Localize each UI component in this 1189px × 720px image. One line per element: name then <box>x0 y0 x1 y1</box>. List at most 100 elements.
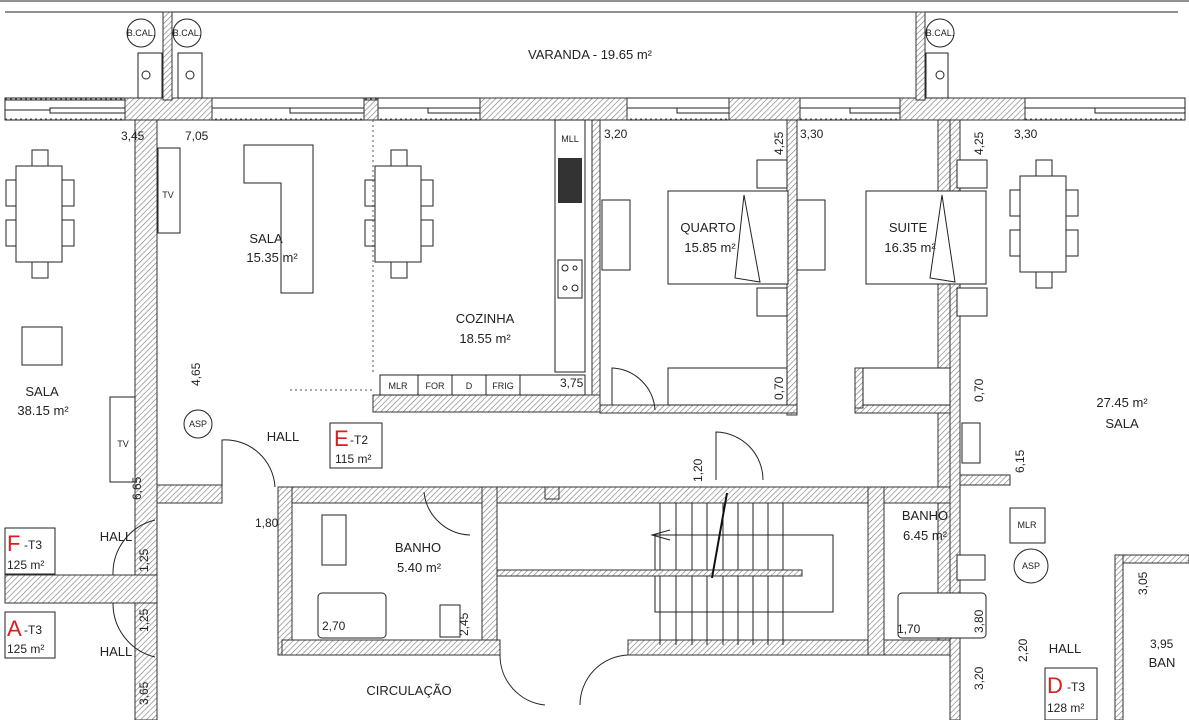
svg-text:QUARTO: QUARTO <box>680 220 735 235</box>
svg-text:-T3: -T3 <box>1067 680 1085 694</box>
svg-text:B.CAL.: B.CAL. <box>173 28 202 38</box>
stairs <box>496 492 834 645</box>
washing-machine <box>1009 507 1046 544</box>
bed <box>601 159 789 317</box>
svg-text:CIRCULAÇÃO: CIRCULAÇÃO <box>366 683 451 698</box>
boilers: B.CAL. B.CAL. B.CAL. <box>126 18 955 99</box>
svg-text:15.85 m²: 15.85 m² <box>684 240 736 255</box>
svg-text:TV: TV <box>117 439 129 449</box>
svg-text:125 m²: 125 m² <box>7 558 44 572</box>
boiler-icon <box>172 18 202 48</box>
svg-text:E: E <box>334 426 349 451</box>
svg-text:HALL: HALL <box>100 644 133 659</box>
svg-text:115 m²: 115 m² <box>335 452 371 466</box>
svg-text:15.35 m²: 15.35 m² <box>246 250 298 265</box>
sink-icon <box>558 158 582 203</box>
boiler-icon <box>925 18 955 48</box>
svg-text:B.CAL.: B.CAL. <box>926 28 955 38</box>
svg-text:-T3: -T3 <box>24 623 42 637</box>
svg-text:6.45 m²: 6.45 m² <box>903 528 948 543</box>
svg-text:D: D <box>466 381 473 391</box>
svg-text:1,80: 1,80 <box>255 516 279 530</box>
svg-text:2,45: 2,45 <box>457 612 471 636</box>
svg-text:3,75: 3,75 <box>560 376 584 390</box>
svg-text:0,70: 0,70 <box>772 376 786 400</box>
svg-text:125 m²: 125 m² <box>7 642 44 656</box>
svg-text:3,30: 3,30 <box>1014 127 1038 141</box>
wardrobe <box>667 367 788 406</box>
svg-text:BAN: BAN <box>1149 655 1176 670</box>
doors <box>112 367 764 706</box>
svg-text:A: A <box>7 616 22 641</box>
svg-text:HALL: HALL <box>267 429 300 444</box>
svg-text:16.35 m²: 16.35 m² <box>884 240 936 255</box>
svg-text:ASP: ASP <box>189 419 207 429</box>
svg-text:1,25: 1,25 <box>137 548 151 572</box>
washbasin <box>321 514 347 566</box>
svg-text:SALA: SALA <box>25 384 59 399</box>
wardrobe <box>862 367 951 406</box>
dimensions: 3,45 7,05 3,20 4,25 3,30 4,25 3,30 4,65 … <box>121 127 1174 705</box>
svg-text:MLR: MLR <box>388 381 408 391</box>
asp <box>1013 548 1049 584</box>
armchair <box>21 326 63 366</box>
bed <box>796 159 988 317</box>
tv-unit <box>157 147 181 234</box>
svg-text:3,65: 3,65 <box>137 681 151 705</box>
svg-text:BANHO: BANHO <box>395 540 441 555</box>
svg-text:4,25: 4,25 <box>972 131 986 155</box>
svg-text:COZINHA: COZINHA <box>456 311 515 326</box>
svg-text:3,20: 3,20 <box>972 666 986 690</box>
unit-tag-f: F -T3 125 m² <box>4 527 56 575</box>
svg-text:27.45 m²: 27.45 m² <box>1096 395 1148 410</box>
svg-text:3,80: 3,80 <box>972 609 986 633</box>
bathtub <box>897 592 987 639</box>
svg-text:4,25: 4,25 <box>772 131 786 155</box>
toilet <box>439 604 461 638</box>
svg-text:-T2: -T2 <box>350 433 368 447</box>
svg-text:2,70: 2,70 <box>322 619 346 633</box>
washbasin <box>961 422 981 464</box>
svg-text:-T3: -T3 <box>24 538 42 552</box>
svg-text:BANHO: BANHO <box>902 508 948 523</box>
svg-text:6,65: 6,65 <box>130 476 144 500</box>
svg-text:B.CAL.: B.CAL. <box>127 28 156 38</box>
svg-text:MLR: MLR <box>1017 520 1037 530</box>
svg-text:38.15 m²: 38.15 m² <box>17 403 69 418</box>
boiler-icon <box>126 18 156 48</box>
toilet <box>956 554 986 581</box>
dining-table <box>364 149 434 279</box>
svg-text:SALA: SALA <box>1105 416 1139 431</box>
svg-text:3,05: 3,05 <box>1136 571 1150 595</box>
svg-text:3,45: 3,45 <box>121 129 145 143</box>
svg-text:F: F <box>7 531 20 556</box>
tv-unit <box>109 396 136 483</box>
walls <box>4 11 1189 720</box>
svg-text:FRIG: FRIG <box>492 381 514 391</box>
svg-text:TV: TV <box>162 190 174 200</box>
dining-table <box>1009 159 1079 289</box>
svg-text:FOR: FOR <box>426 381 445 391</box>
svg-text:HALL: HALL <box>1049 641 1082 656</box>
svg-text:ASP: ASP <box>1022 561 1040 571</box>
svg-text:5.40 m²: 5.40 m² <box>397 560 442 575</box>
svg-text:18.55 m²: 18.55 m² <box>459 331 511 346</box>
stove-icon <box>557 259 583 299</box>
svg-text:6,15: 6,15 <box>1013 449 1027 473</box>
svg-text:MLL: MLL <box>561 134 579 144</box>
svg-text:SUITE: SUITE <box>889 220 928 235</box>
sofa <box>243 144 314 294</box>
bathtub <box>317 592 387 639</box>
svg-text:4,65: 4,65 <box>189 362 203 386</box>
svg-text:0,70: 0,70 <box>972 378 986 402</box>
svg-text:3,95: 3,95 <box>1150 637 1174 651</box>
svg-text:HALL: HALL <box>100 529 133 544</box>
svg-text:3,20: 3,20 <box>604 127 628 141</box>
svg-text:1,25: 1,25 <box>137 608 151 632</box>
svg-text:D: D <box>1047 673 1063 698</box>
room-labels: VARANDA - 19.65 m² SALA 15.35 m² COZINHA… <box>17 47 1175 698</box>
svg-text:1,20: 1,20 <box>691 458 705 482</box>
svg-text:2,20: 2,20 <box>1016 638 1030 662</box>
furniture: TV TV MLL MLR FOR D FRIG ASP ASP MLR <box>5 119 1079 706</box>
